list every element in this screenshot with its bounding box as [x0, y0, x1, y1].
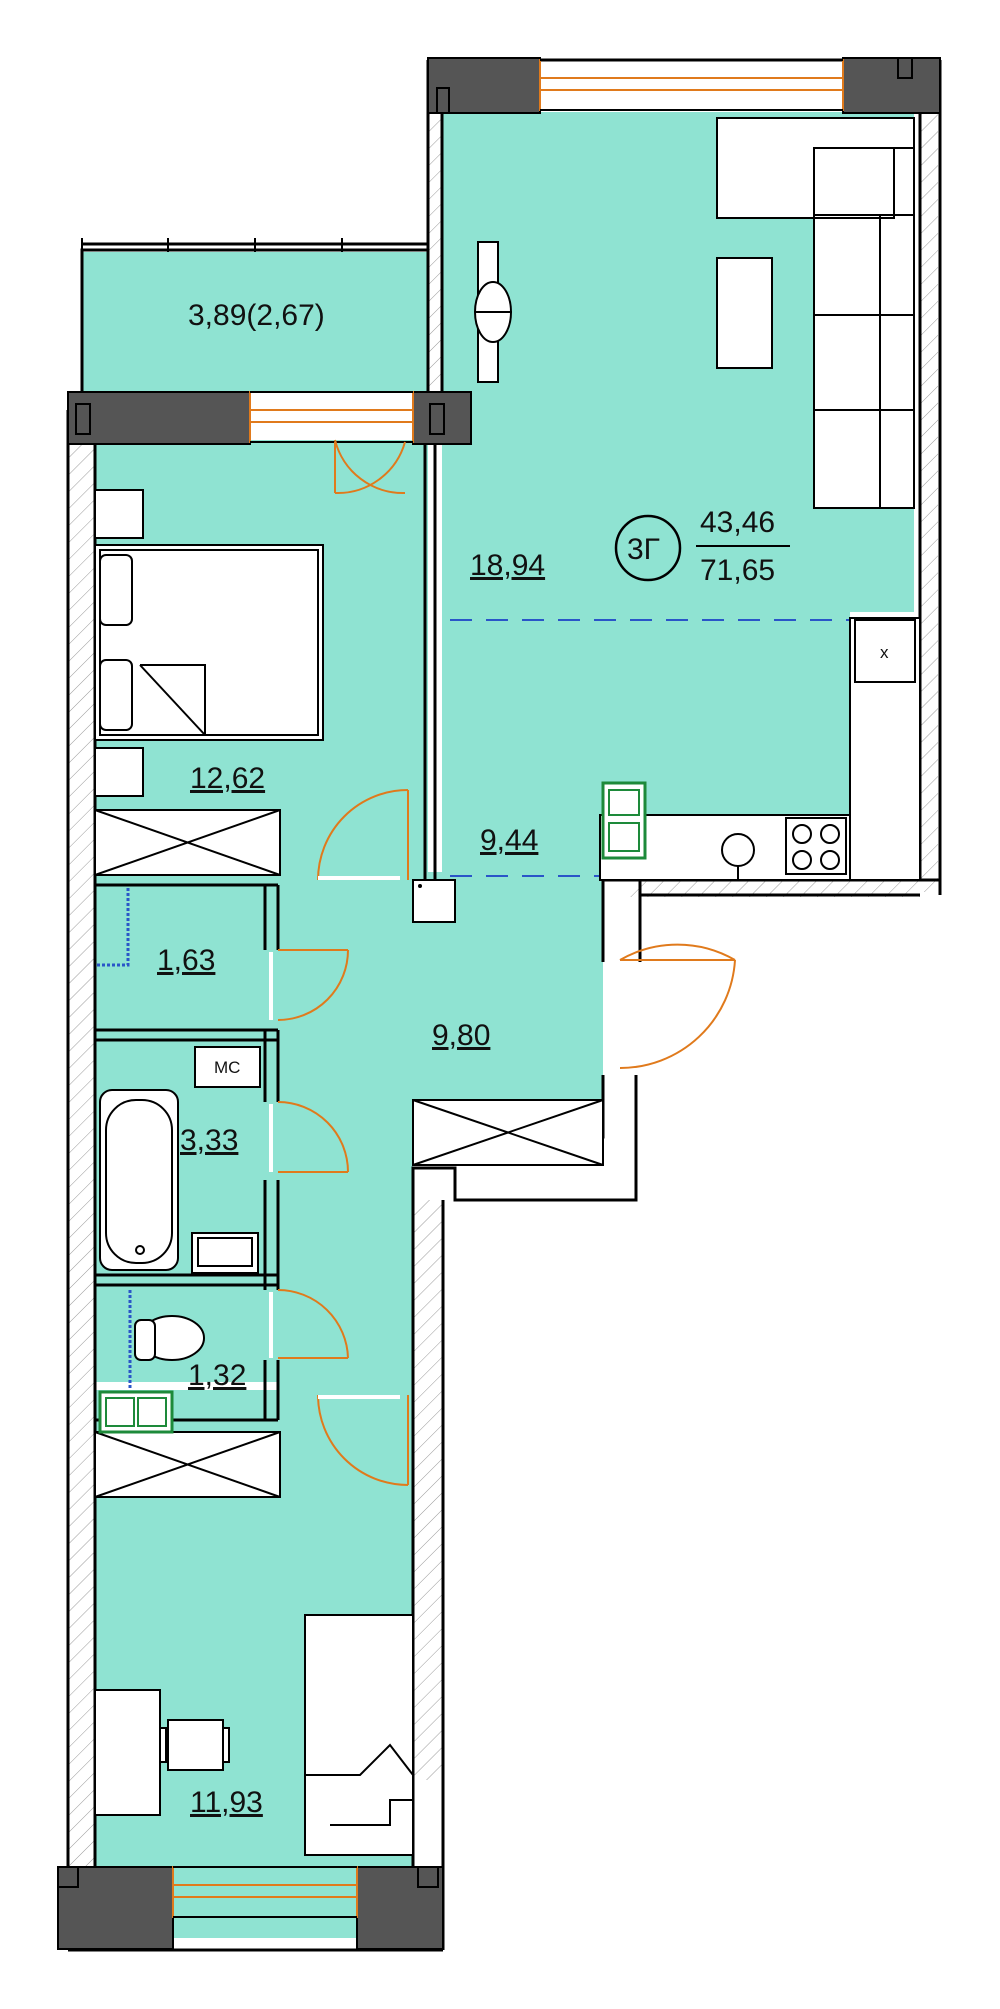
washing-machine-label: МС	[214, 1058, 240, 1077]
toilet-area: 1,32	[188, 1359, 246, 1392]
coffee-table	[716, 257, 773, 369]
nightstand	[94, 489, 144, 539]
furniture	[94, 117, 921, 1856]
desk	[94, 1689, 161, 1816]
hatched-walls	[68, 112, 938, 1940]
second-bedroom-area: 11,93	[190, 1786, 263, 1819]
chair	[167, 1719, 224, 1771]
nightstand	[94, 747, 144, 797]
apartment-badge: 3Г 43,46 71,65	[614, 506, 790, 587]
floor-fills	[82, 112, 914, 1938]
apartment-code: 3Г	[627, 533, 660, 566]
hood-label: х	[880, 643, 889, 662]
balcony-area: 3,89(2,67)	[188, 299, 325, 332]
zone-lines	[450, 619, 915, 877]
bedroom-area: 12,62	[190, 762, 265, 795]
labels: 3,89(2,67) 18,94 9,44 12,62 9,80 1,63 3,…	[157, 299, 889, 1819]
wardrobe-area: 1,63	[157, 944, 215, 977]
doors	[277, 439, 736, 1486]
wall-blocks	[57, 57, 941, 1950]
balcony-floor	[82, 252, 427, 392]
bathroom-area: 3,33	[180, 1124, 238, 1157]
living-area: 43,46	[700, 506, 775, 539]
wall-block-corners	[57, 57, 913, 1888]
hall-area: 9,80	[432, 1019, 490, 1052]
living-room-area: 18,94	[470, 549, 545, 582]
kitchen-area: 9,44	[480, 824, 538, 857]
total-area: 71,65	[700, 554, 775, 587]
kitchen-sink	[721, 833, 755, 867]
balcony-railing	[81, 238, 429, 252]
single-bed	[304, 1614, 414, 1856]
apartment-code-circle	[614, 514, 682, 582]
door-openings	[269, 876, 400, 1399]
washing-machine	[194, 1046, 261, 1088]
hall-lower-floor	[278, 1135, 413, 1395]
window-frames	[173, 59, 843, 1918]
service-lines	[97, 888, 132, 1390]
